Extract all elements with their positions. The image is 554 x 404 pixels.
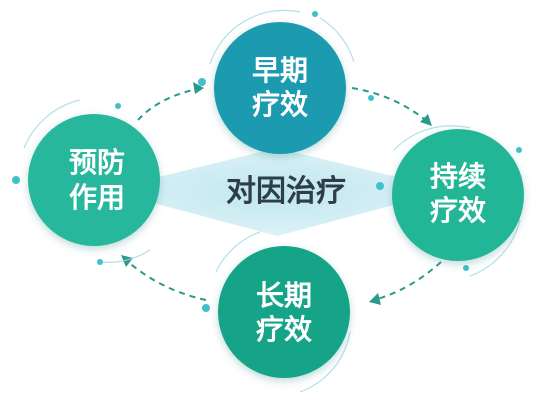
arrowhead-icon <box>121 255 133 267</box>
ring-arc <box>209 9 301 65</box>
node-prevention-line2: 作用 <box>69 181 125 214</box>
ring-arc <box>299 331 351 393</box>
decorative-rings <box>23 9 521 393</box>
node-prevention: 预防 作用 <box>28 114 160 246</box>
node-longterm-line1: 长期 <box>256 279 312 312</box>
arrowhead-icon <box>193 82 204 94</box>
node-early-line2: 疗效 <box>252 88 308 121</box>
dot-icon <box>12 176 20 184</box>
node-prevention-circle <box>28 114 160 246</box>
node-longterm: 长期 疗效 <box>218 246 350 378</box>
arrowhead-icon <box>369 293 381 305</box>
node-early-circle <box>214 22 346 154</box>
node-sustained-circle <box>392 129 524 261</box>
node-longterm-circle <box>218 246 350 378</box>
center-title: 对因治疗 <box>226 174 346 209</box>
arrowhead-icon <box>420 114 432 126</box>
arrow-longterm-to-prevention <box>125 259 207 301</box>
node-sustained-line1: 持续 <box>430 160 486 193</box>
ring-arc <box>23 99 81 149</box>
node-sustained: 持续 疗效 <box>392 129 524 261</box>
dot-icon <box>368 95 374 101</box>
dot-icon <box>97 259 103 265</box>
decorative-dots <box>12 11 522 312</box>
dot-icon <box>312 11 318 17</box>
node-early-line1: 早期 <box>252 54 308 87</box>
arrow-heads <box>121 82 432 305</box>
arrow-sustained-to-longterm <box>373 261 442 301</box>
dot-icon <box>463 265 469 271</box>
ring-arc <box>469 219 521 277</box>
center-diamond <box>105 148 450 236</box>
dot-icon <box>376 182 384 190</box>
dot-icon <box>516 147 522 153</box>
ring-arc <box>393 125 471 151</box>
dot-icon <box>198 78 206 86</box>
node-sustained-line2: 疗效 <box>430 194 486 227</box>
ring-arc <box>215 231 261 273</box>
dot-icon <box>115 103 121 109</box>
ring-arc <box>99 249 151 263</box>
ring-arc <box>319 17 355 63</box>
arrow-prevention-to-early <box>137 87 203 121</box>
dot-icon <box>202 304 210 312</box>
node-prevention-line1: 预防 <box>69 146 125 179</box>
arrow-early-to-sustained <box>351 87 429 123</box>
connector-arrows <box>125 87 442 301</box>
node-early: 早期 疗效 <box>214 22 346 154</box>
node-longterm-line2: 疗效 <box>256 313 312 346</box>
